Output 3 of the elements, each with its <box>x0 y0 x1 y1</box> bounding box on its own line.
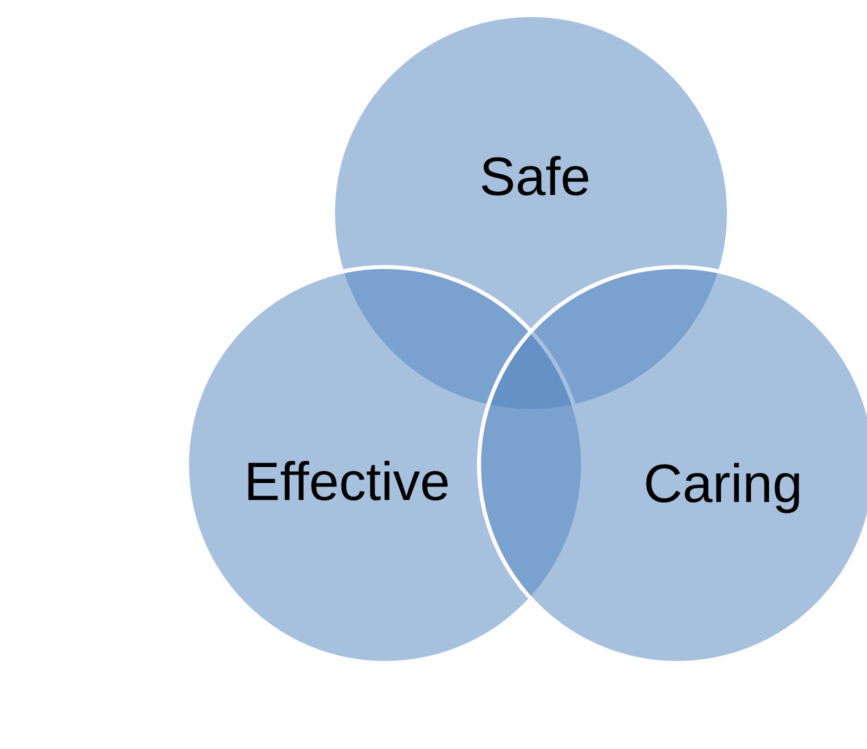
circle-label: Caring <box>643 453 803 515</box>
circle-label: Effective <box>244 451 450 513</box>
circle-label: Safe <box>479 146 591 208</box>
